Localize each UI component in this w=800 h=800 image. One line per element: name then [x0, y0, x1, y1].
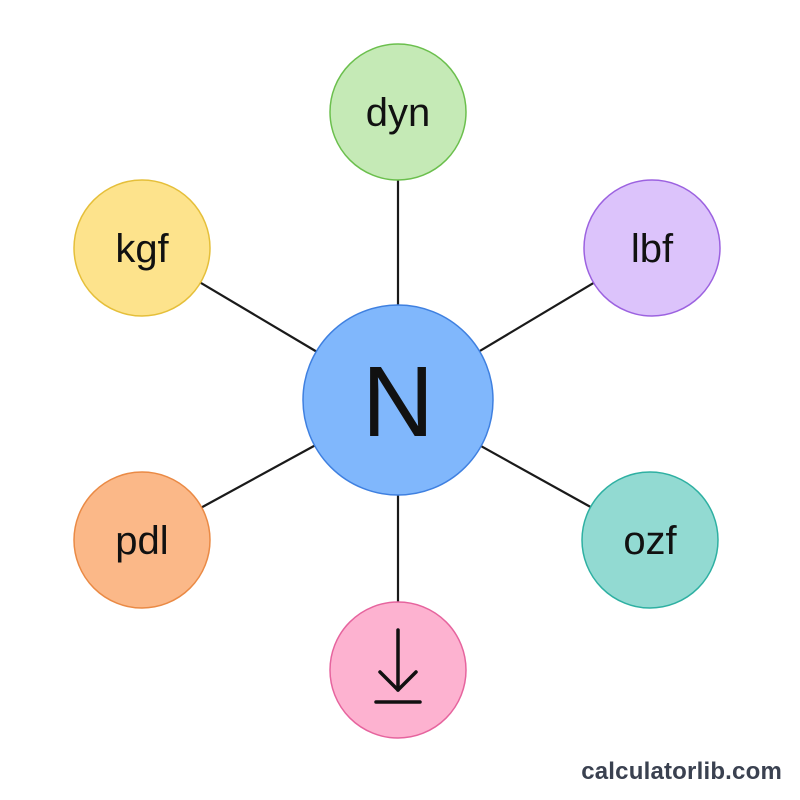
- outer-nodes: dyn lbf ozf pdl kgf: [73, 43, 721, 739]
- unit-node-pdl: pdl: [73, 471, 211, 609]
- center-node: N: [302, 304, 494, 496]
- connector-line-kgf: [199, 281, 317, 353]
- unit-circle-pdl: [73, 471, 211, 609]
- unit-label-ozf: ozf: [623, 519, 677, 563]
- unit-node-dyn: dyn: [329, 43, 467, 181]
- connector-line-ozf: [480, 445, 592, 508]
- unit-node-kgf: kgf: [73, 179, 211, 317]
- connector-line-pdl: [201, 444, 316, 509]
- unit-circle-kgf: [73, 179, 211, 317]
- center-label: N: [362, 346, 434, 458]
- unit-circle-lbf: [583, 179, 721, 317]
- unit-label-kgf: kgf: [115, 227, 169, 271]
- center-circle: [302, 304, 494, 496]
- unit-label-pdl: pdl: [115, 519, 168, 563]
- down-arrow-to-bar-icon: [374, 628, 422, 704]
- unit-node-ozf: ozf: [581, 471, 719, 609]
- unit-circle-dyn: [329, 43, 467, 181]
- unit-label-dyn: dyn: [366, 91, 431, 135]
- unit-node-lbf: lbf: [583, 179, 721, 317]
- connector-line-lbf: [478, 281, 595, 353]
- unit-circle-ozf: [581, 471, 719, 609]
- connector-lines: [199, 180, 595, 602]
- unit-label-lbf: lbf: [631, 227, 674, 271]
- unit-node-arrow: [329, 601, 467, 739]
- watermark-text: calculatorlib.com: [581, 758, 782, 785]
